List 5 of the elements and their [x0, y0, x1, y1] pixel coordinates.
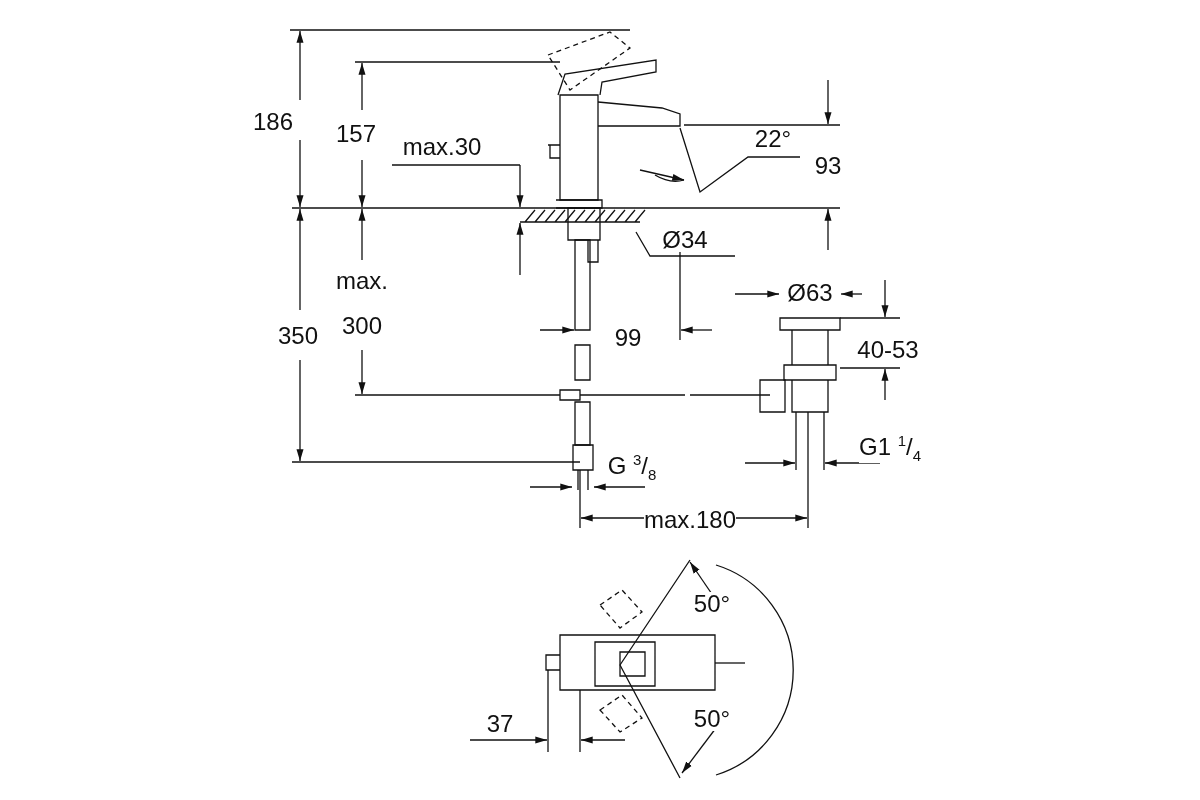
dimension-label: G $^{3}$/$_{8}$ [607, 452, 657, 482]
dimension-label: Ø63 [787, 281, 833, 305]
dimension-label: Ø34 [662, 228, 708, 252]
dimension-label: 50° [693, 707, 731, 731]
dimension-label: G1 $^{1}$/$_{4}$ [859, 433, 921, 463]
